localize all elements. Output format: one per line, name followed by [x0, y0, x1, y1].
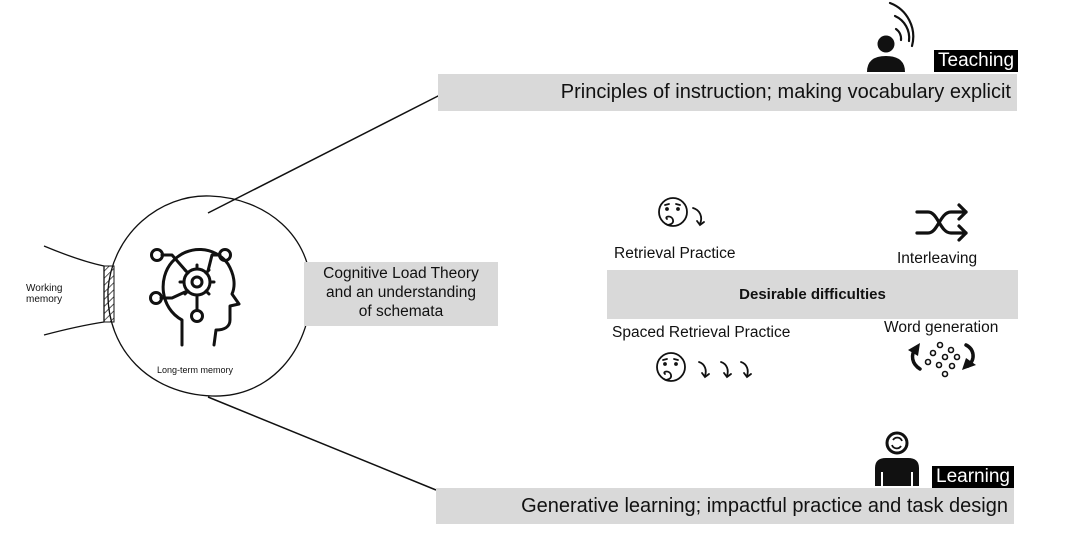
teaching-tag: Teaching: [934, 50, 1019, 72]
cognitive-load-box: Cognitive Load Theory and an understandi…: [304, 262, 498, 326]
desirable-difficulties-title: Desirable difficulties: [739, 286, 886, 303]
shuffle-icon: [915, 203, 968, 242]
thinking-face-icon: [658, 197, 705, 227]
working-memory-funnel: [43, 245, 115, 336]
interleaving-label: Interleaving: [897, 250, 978, 267]
learning-bar: Generative learning; impactful practice …: [436, 488, 1014, 524]
teaching-bar: Principles of instruction; making vocabu…: [438, 74, 1017, 111]
speaker-person-icon: [867, 1, 915, 72]
cognitive-load-line1: Cognitive Load Theory: [323, 265, 479, 282]
spaced-thinking-face-icon: [656, 352, 686, 382]
brain-network-icon: [149, 248, 241, 347]
cognitive-load-line2: and an understanding: [326, 284, 476, 301]
word-generation-label: Word generation: [884, 319, 999, 336]
spaced-arrows-icon: [698, 361, 752, 379]
retrieval-practice-label: Retrieval Practice: [614, 245, 736, 262]
long-term-memory-label: Long-term memory: [157, 365, 234, 375]
working-memory-line2: memory: [26, 294, 63, 305]
cycle-dots-icon: [908, 341, 976, 378]
learning-bar-text: Generative learning; impactful practice …: [521, 495, 1008, 517]
long-term-memory-circle: [107, 195, 312, 397]
connector-top: [207, 94, 441, 214]
spaced-retrieval-label: Spaced Retrieval Practice: [612, 324, 791, 341]
working-memory-label: Working memory: [26, 283, 63, 305]
teaching-bar-text: Principles of instruction; making vocabu…: [560, 81, 1011, 103]
learner-person-icon: [875, 431, 919, 486]
working-memory-line1: Working: [26, 283, 63, 294]
learning-tag: Learning: [932, 466, 1014, 488]
desirable-difficulties-bar: Desirable difficulties: [607, 270, 1018, 319]
cognitive-load-line3: of schemata: [358, 303, 444, 320]
connector-bottom: [207, 396, 437, 491]
